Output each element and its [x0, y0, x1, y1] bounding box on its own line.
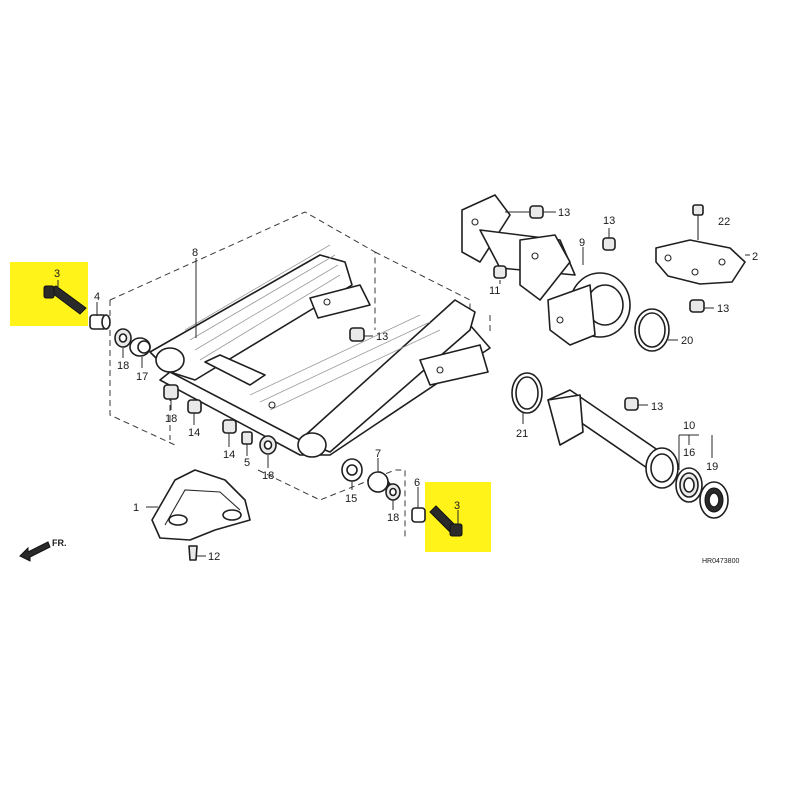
nut-part-13-upper	[602, 237, 616, 251]
bolt-part-3-right	[429, 505, 463, 537]
callout-7: 7	[375, 448, 381, 460]
bolt-part-14-right	[222, 419, 237, 434]
callout-2: 2	[752, 251, 758, 263]
callout-17: 17	[136, 371, 148, 383]
callout-18-lower: 18	[262, 470, 274, 482]
collar-part-4	[89, 314, 111, 330]
callout-18-mid: 18	[165, 413, 177, 425]
skid-plate-part-1	[151, 469, 251, 541]
axle-knuckle-part-9	[461, 194, 631, 346]
nut-part-13-top	[529, 205, 544, 219]
bracket-part-2	[655, 239, 746, 285]
callout-13-frame: 13	[376, 331, 388, 343]
nut-part-13-bracket	[689, 299, 705, 313]
callout-labels: 3 4 8 18 17 18 14 14 5 18 13 15 7 18 6 3…	[54, 207, 758, 563]
bolt-part-11	[493, 265, 507, 279]
bearing-part-18-right	[385, 483, 401, 501]
axle-housing	[547, 389, 679, 489]
nut-part-13-housing	[624, 397, 639, 411]
bushing-part-15	[341, 458, 363, 482]
callout-18-left: 18	[117, 360, 129, 372]
callout-13-top: 13	[558, 207, 570, 219]
front-indicator-label: FR.	[52, 538, 67, 548]
callout-3-left: 3	[54, 268, 60, 280]
swingarm-frame	[149, 244, 491, 458]
callout-14-left: 14	[188, 427, 200, 439]
seal-part-19	[699, 481, 729, 519]
leader-lines	[57, 211, 750, 557]
callout-20: 20	[681, 335, 693, 347]
callout-13-bracket: 13	[717, 303, 729, 315]
callout-9: 9	[579, 237, 585, 249]
front-direction-arrow	[19, 541, 51, 562]
callout-8: 8	[192, 247, 198, 259]
callout-13-upper: 13	[603, 215, 615, 227]
assembly-outline	[109, 211, 491, 540]
bolt-part-5	[241, 431, 253, 445]
callout-11: 11	[489, 285, 500, 297]
diagram-code: HR0473800	[702, 558, 739, 565]
bolt-part-22	[692, 204, 704, 240]
bearing-part-16	[675, 467, 703, 503]
bolt-part-12	[188, 545, 198, 561]
callout-5: 5	[244, 457, 250, 469]
bolt-part-3-left	[43, 285, 87, 315]
o-ring-part-20	[634, 308, 670, 352]
nut-part-18-mid	[163, 384, 179, 400]
bushing-part-17	[129, 337, 151, 357]
callout-21: 21	[516, 428, 528, 440]
collar-part-6	[411, 507, 426, 523]
callout-6: 6	[414, 477, 420, 489]
bearing-part-18-lower	[259, 435, 277, 455]
bolt-part-14-left	[187, 399, 202, 414]
callout-13-housing: 13	[651, 401, 663, 413]
callout-4: 4	[94, 291, 100, 303]
callout-15-left: 15	[345, 493, 357, 505]
bearing-part-18-left	[114, 328, 132, 348]
callout-18-right: 18	[387, 512, 399, 524]
callout-22: 22	[718, 216, 730, 228]
o-ring-part-21	[511, 372, 543, 414]
callout-1: 1	[133, 502, 139, 514]
callout-14-right: 14	[223, 449, 235, 461]
callout-10: 10	[683, 420, 695, 432]
nut-part-13-frame	[349, 327, 365, 342]
callout-12: 12	[208, 551, 220, 563]
callout-19: 19	[706, 461, 718, 473]
callout-3-right: 3	[454, 500, 460, 512]
callout-16: 16	[683, 447, 695, 459]
